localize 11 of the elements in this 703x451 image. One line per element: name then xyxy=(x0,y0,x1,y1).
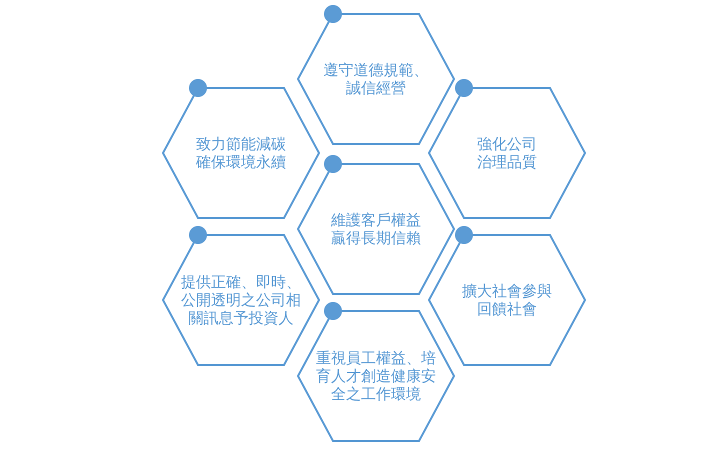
label: 維護客戶權益贏得長期信賴 xyxy=(330,211,422,247)
label: 遵守道德規範、誠信經營 xyxy=(322,61,430,97)
label: 強化公司治理品質 xyxy=(476,135,538,171)
label: 提供正確、即時、公開透明之公司相關訊息予投資人 xyxy=(180,273,302,327)
hexagon xyxy=(297,13,455,145)
label: 致力節能減碳確保環境永續 xyxy=(195,135,287,171)
hexagon xyxy=(297,310,455,442)
label: 重視員工權益、培育人才創造健康安全之工作環境 xyxy=(315,349,437,403)
hexagon xyxy=(428,87,586,219)
label: 擴大社會參與回饋社會 xyxy=(461,282,553,318)
hexagon xyxy=(162,87,320,219)
